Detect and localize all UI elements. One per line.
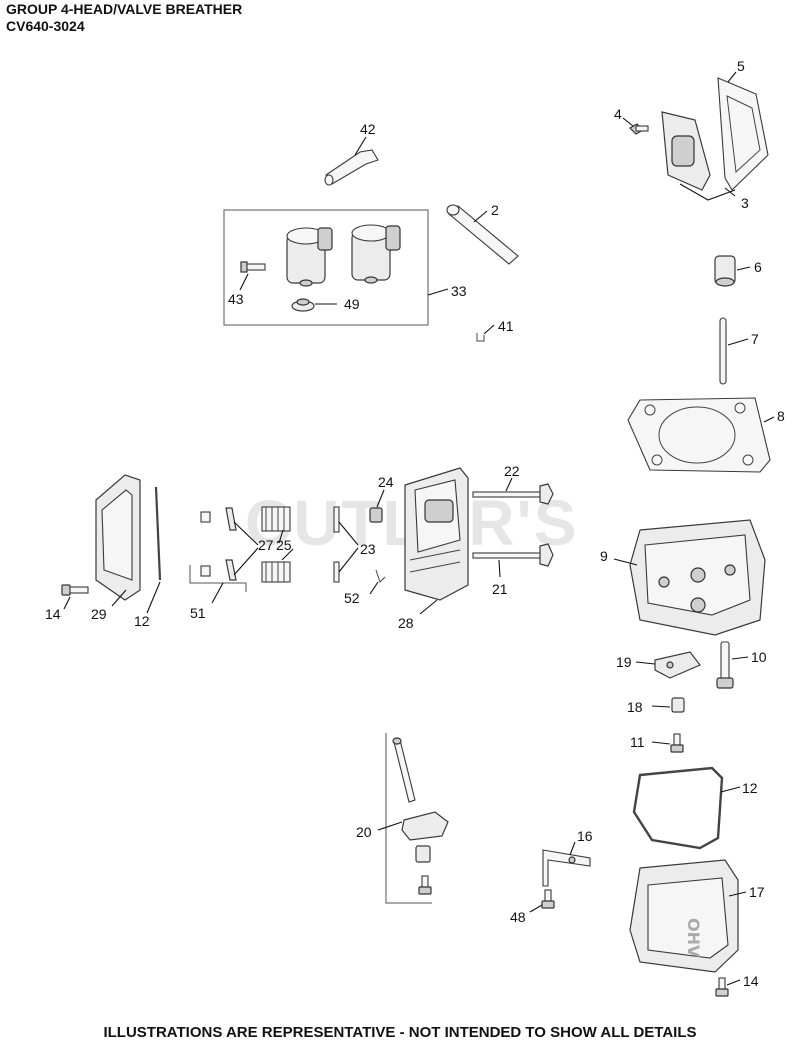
part-2-tube <box>446 204 519 265</box>
ohv-embossing: OHV <box>684 918 703 958</box>
callout-22: 22 <box>504 463 520 479</box>
callout-48: 48 <box>510 909 526 925</box>
part-41-clip <box>476 333 485 342</box>
callout-21: 21 <box>492 581 508 597</box>
callout-12-right: 12 <box>742 780 758 796</box>
part-6-valve-seal <box>714 255 736 287</box>
part-25-valve-spring <box>261 506 291 583</box>
part-3-breather-cover <box>661 111 711 191</box>
model-number: CV640-3024 <box>6 18 85 34</box>
part-17-valve-cover: OHV <box>629 859 739 973</box>
callout-14-left: 14 <box>45 606 61 622</box>
part-9-cylinder-head <box>629 519 766 636</box>
part-27-retainer <box>225 507 237 581</box>
callout-5: 5 <box>737 58 745 74</box>
part-14-screw-right <box>715 977 729 997</box>
callout-8: 8 <box>777 408 785 424</box>
callout-12-left: 12 <box>134 613 150 629</box>
part-20-push-rod <box>392 737 416 803</box>
callout-16: 16 <box>577 828 593 844</box>
part-28-cylinder-head <box>404 467 469 601</box>
part-5-breather-gasket <box>717 77 769 191</box>
callout-27: 27 <box>258 537 274 553</box>
part-11-stud <box>670 733 684 753</box>
part-22-exhaust-valve <box>472 483 554 505</box>
callout-49: 49 <box>344 296 360 312</box>
callout-23: 23 <box>360 541 376 557</box>
part-14-screw-left <box>61 584 89 596</box>
page-title: GROUP 4-HEAD/VALVE BREATHER <box>6 1 243 17</box>
part-18-guide <box>671 697 685 713</box>
callout-42: 42 <box>360 121 376 137</box>
callout-24: 24 <box>378 474 394 490</box>
part-12-gasket-left <box>154 486 162 581</box>
callout-17: 17 <box>749 884 765 900</box>
part-10-head-bolt <box>716 641 734 689</box>
part-33-breather-assembly <box>286 224 401 287</box>
callout-4: 4 <box>614 106 622 122</box>
part-20-rocker-arm <box>401 811 449 895</box>
part-21-intake-valve <box>472 543 554 567</box>
part-48-screw <box>541 889 555 909</box>
part-52-pin <box>375 569 386 583</box>
callout-25: 25 <box>276 537 292 553</box>
part-29-breather-cover <box>95 474 141 601</box>
breather-assembly-box <box>223 209 429 326</box>
callout-52: 52 <box>344 590 360 606</box>
callout-2: 2 <box>491 202 499 218</box>
callout-33: 33 <box>451 283 467 299</box>
callout-3: 3 <box>741 195 749 211</box>
part-7-push-rod <box>719 317 727 385</box>
part-43-screw <box>240 261 266 273</box>
callout-41: 41 <box>498 318 514 334</box>
disclaimer-footer: ILLUSTRATIONS ARE REPRESENTATIVE - NOT I… <box>103 1024 697 1041</box>
callout-51: 51 <box>190 605 206 621</box>
callout-14-right: 14 <box>743 973 759 989</box>
bracket-51 <box>189 565 247 592</box>
part-42-breather-hose <box>324 149 379 186</box>
part-51-retainer-keys <box>200 511 211 577</box>
part-19-rocker-arm <box>654 651 701 679</box>
part-16-bracket <box>542 849 591 887</box>
part-12-valve-cover-gasket <box>632 766 724 850</box>
callout-11: 11 <box>630 734 645 750</box>
callout-9: 9 <box>600 548 608 564</box>
part-24-valve-seal <box>369 507 383 523</box>
bracket-20 <box>385 733 432 904</box>
callout-43: 43 <box>228 291 244 307</box>
callout-10: 10 <box>751 649 767 665</box>
callout-29: 29 <box>91 606 107 622</box>
part-8-head-gasket <box>627 397 771 473</box>
callout-7: 7 <box>751 331 759 347</box>
callout-6: 6 <box>754 259 762 275</box>
callout-18: 18 <box>627 699 643 715</box>
part-4-screw <box>629 123 649 135</box>
callout-28: 28 <box>398 615 414 631</box>
callout-19: 19 <box>616 654 632 670</box>
callout-20: 20 <box>356 824 372 840</box>
part-49-grommet <box>291 298 315 312</box>
